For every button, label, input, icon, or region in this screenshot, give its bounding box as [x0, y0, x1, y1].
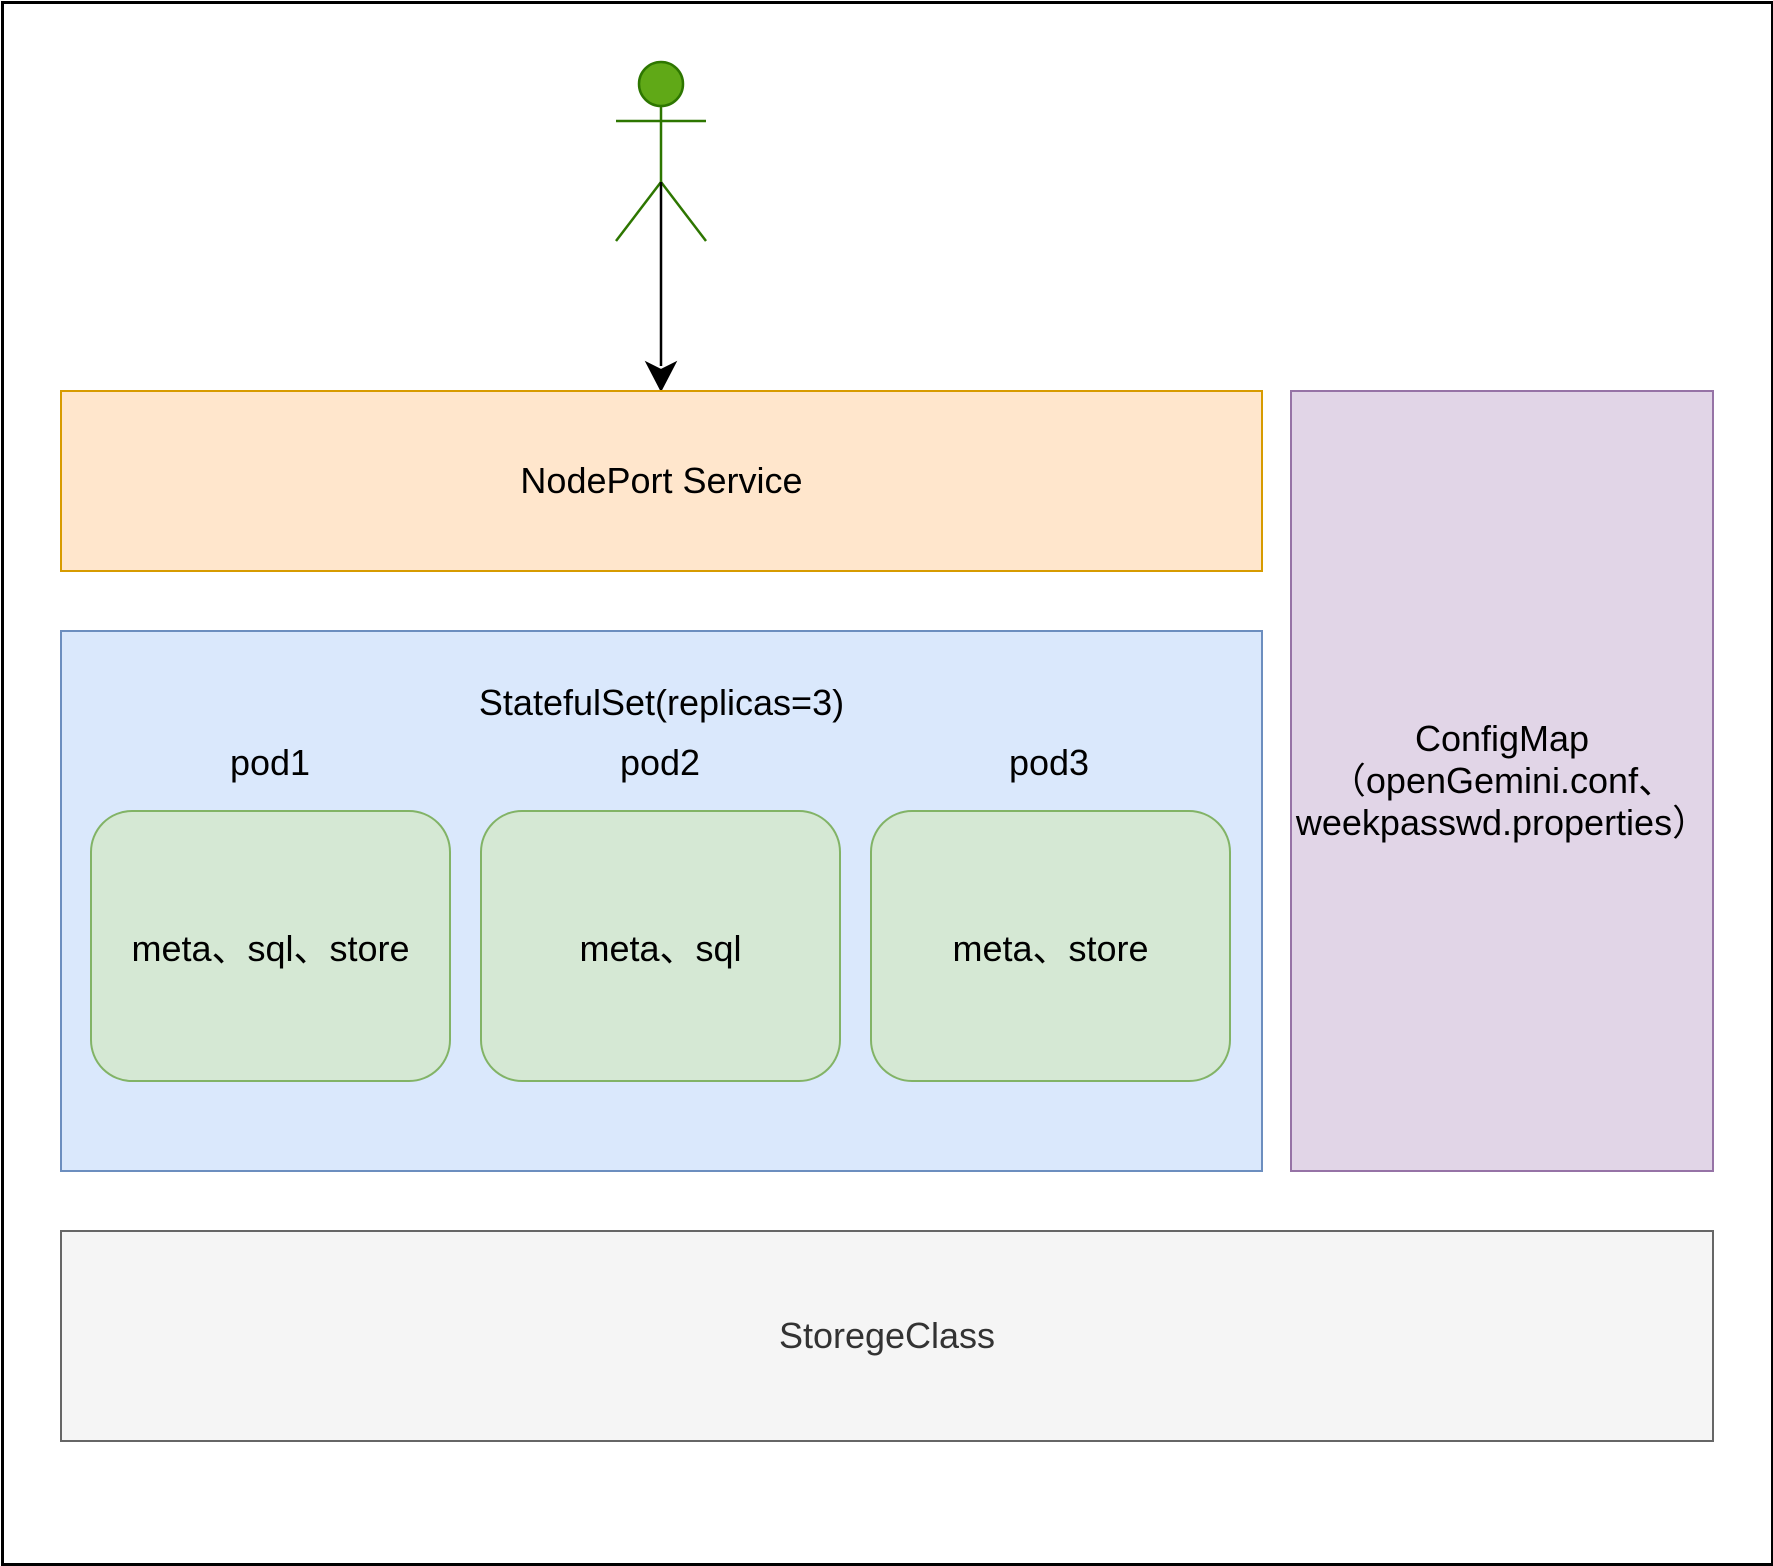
statefulset-title: StatefulSet(replicas=3)	[478, 682, 845, 723]
configmap-box[interactable]: ConfigMap （openGemini.conf、 weekpasswd.p…	[1290, 390, 1714, 1172]
pod2-content: meta、sql	[579, 928, 742, 969]
configmap-title: ConfigMap	[1414, 718, 1590, 759]
pod1-box[interactable]: meta、sql、store	[90, 810, 451, 1082]
nodeport-service-box[interactable]: NodePort Service	[60, 390, 1263, 572]
nodeport-service-label: NodePort Service	[520, 460, 803, 501]
pod3-box[interactable]: meta、store	[870, 810, 1231, 1082]
user-actor-icon	[615, 60, 707, 242]
pod2-box[interactable]: meta、sql	[480, 810, 841, 1082]
pod3-label: pod3	[1008, 742, 1090, 783]
pod2-label: pod2	[619, 742, 701, 783]
request-arrow	[644, 182, 678, 393]
pod1-label: pod1	[229, 742, 311, 783]
configmap-file-line-2: weekpasswd.properties）	[1295, 802, 1709, 843]
pod1-content: meta、sql、store	[131, 928, 410, 969]
storage-class-box[interactable]: StoregeClass	[60, 1230, 1714, 1442]
pod3-content: meta、store	[952, 928, 1149, 969]
storage-class-label: StoregeClass	[778, 1315, 996, 1356]
configmap-file-line-1: （openGemini.conf、	[1329, 760, 1675, 801]
